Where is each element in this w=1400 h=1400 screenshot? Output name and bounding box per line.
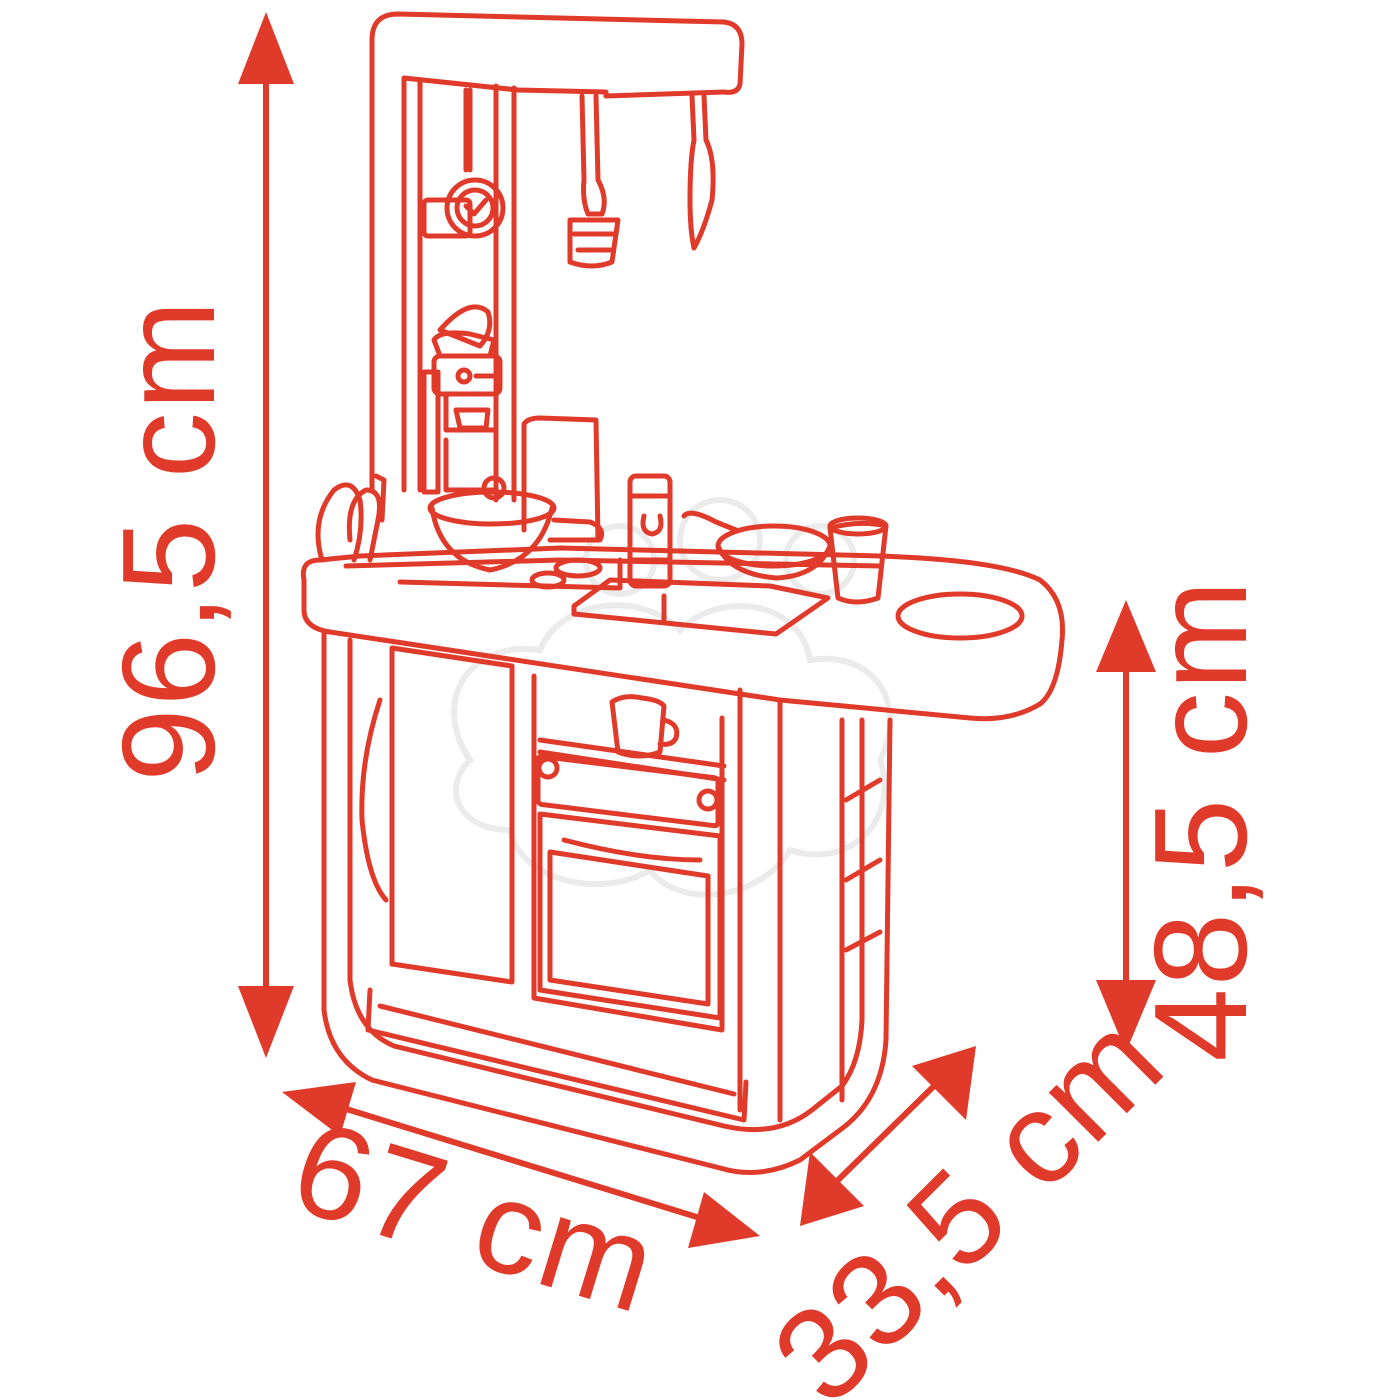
utensil-holder bbox=[315, 473, 387, 563]
fridge-door bbox=[359, 645, 515, 985]
oil-bottle bbox=[627, 473, 673, 589]
depth-arrow bbox=[800, 1046, 976, 1226]
kitchen-illustration bbox=[300, 11, 1066, 1175]
height-counter-label: 48,5 cm bbox=[1127, 578, 1274, 1062]
height-total-arrow bbox=[238, 12, 294, 1058]
width-arrow bbox=[282, 1082, 760, 1248]
shelf-mug bbox=[609, 694, 680, 759]
kitchen-clock bbox=[421, 177, 506, 239]
kitchen-cabinet bbox=[321, 629, 893, 1175]
cutting-board bbox=[521, 415, 601, 543]
cup bbox=[827, 515, 889, 605]
cabinet-base bbox=[365, 987, 749, 1123]
hanging-utensils bbox=[567, 93, 716, 269]
kitchen-countertop bbox=[300, 545, 1066, 722]
side-shelves bbox=[843, 777, 883, 953]
height-counter-arrow bbox=[1096, 600, 1156, 1052]
coffee-machine bbox=[421, 304, 503, 495]
width-label: 67 cm bbox=[277, 1092, 673, 1341]
pot-with-lid bbox=[427, 475, 605, 573]
burner-knobs bbox=[529, 557, 603, 590]
height-total-label: 96,5 cm bbox=[95, 298, 242, 782]
plate bbox=[895, 591, 1025, 641]
oven bbox=[531, 673, 727, 1033]
kitchen-back-panel bbox=[369, 11, 745, 503]
sink bbox=[571, 577, 831, 637]
